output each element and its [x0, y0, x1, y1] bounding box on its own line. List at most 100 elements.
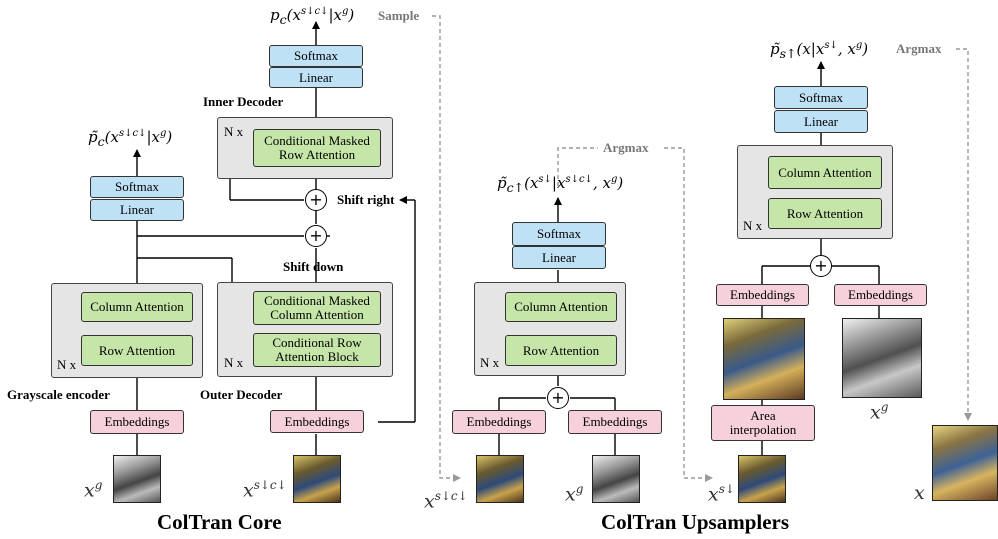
var-base: x	[708, 483, 719, 506]
coltran-upsamplers-title: ColTran Upsamplers	[601, 510, 790, 534]
var-base: x	[243, 479, 254, 502]
formula-close: )	[862, 40, 869, 58]
var-base: x	[424, 490, 435, 513]
encoder-nx-label: N x	[57, 357, 77, 372]
formula-base: p̃	[88, 128, 98, 146]
spatial-grayscale-input-image	[842, 318, 922, 398]
color-softmax-box: Softmax	[512, 222, 606, 246]
final-colorized-output-image	[932, 425, 998, 501]
color-row-attention-box: Row Attention	[505, 335, 617, 366]
formula-sup: s↓c↓	[118, 128, 147, 139]
coltran-core-title: ColTran Core	[157, 510, 282, 534]
formula-sup: s↓	[824, 40, 838, 51]
formula-rest: |x	[551, 174, 566, 192]
inner-nx-label: N x	[224, 124, 244, 139]
color-argmax-label: Argmax	[603, 140, 649, 155]
conditional-masked-row-attention-box: Conditional Masked Row Attention	[253, 129, 381, 167]
var-base: x	[84, 479, 95, 502]
color-upsampler-grayscale-input-label: xg	[565, 482, 583, 505]
encoder-softmax-box: Softmax	[90, 176, 184, 198]
spatial-upsampler-low-res-input-image	[738, 455, 786, 503]
var-sup: g	[575, 482, 584, 496]
color-upsampler-coarse-input-image	[476, 455, 524, 503]
formula-base: p	[270, 6, 280, 24]
core-grayscale-input-label: xg	[84, 478, 102, 501]
core-output-distribution: pc(xs↓c↓|xg)	[270, 6, 354, 27]
var-base: x	[870, 401, 881, 424]
area-interpolation-box: Area interpolation	[711, 405, 815, 441]
var-sup: s↓c↓	[434, 489, 468, 503]
inner-decoder-label: Inner Decoder	[203, 94, 284, 109]
formula-open: (x|x	[796, 40, 825, 58]
shift-down-label: Shift down	[283, 259, 344, 274]
formula-open: (x	[104, 128, 119, 146]
formula-base: p̃	[770, 40, 780, 58]
formula-open: (x	[286, 6, 301, 24]
outer-decoder-label: Outer Decoder	[200, 387, 283, 402]
var-sup: s↓c↓	[253, 478, 287, 492]
formula-sub: c↑	[506, 180, 525, 195]
formula-sub: s↑	[779, 46, 797, 61]
formula-sup: s↓c↓	[300, 6, 329, 17]
shift-right-plus-icon: +	[305, 189, 327, 211]
formula-sup: s↓	[538, 174, 552, 185]
formula-close: )	[617, 174, 624, 192]
low-res-color-input-image	[293, 455, 341, 503]
formula-sub: c	[97, 134, 105, 149]
encoder-column-attention-box: Column Attention	[81, 292, 193, 322]
spatial-row-attention-box: Row Attention	[768, 198, 882, 229]
spatial-grayscale-embeddings-box: Embeddings	[834, 284, 927, 306]
formula-base: p̃	[497, 174, 507, 192]
formula-sup2: s↓c↓	[565, 174, 593, 185]
spatial-upsampler-output-distribution: p̃s↑(x|xs↓, xg)	[770, 40, 868, 61]
core-auxiliary-output-distribution: p̃c(xs↓c↓|xg)	[88, 128, 172, 149]
shift-down-plus-icon: +	[305, 225, 327, 247]
sample-label: Sample	[378, 8, 420, 23]
color-nx-label: N x	[480, 355, 500, 370]
color-coarse-embeddings-box: Embeddings	[452, 410, 546, 434]
conditional-masked-column-attention-box: Conditional Masked Column Attention	[253, 291, 381, 325]
formula-close: )	[166, 128, 173, 146]
spatial-column-attention-box: Column Attention	[768, 156, 882, 189]
formula-sup2: g	[159, 128, 167, 139]
spatial-linear-box: Linear	[774, 110, 868, 133]
spatial-upsampler-low-res-input-label: xs↓	[708, 482, 735, 505]
formula-rest2: , x	[592, 174, 611, 192]
formula-sup2: g	[341, 6, 349, 17]
color-upsampler-plus-icon: +	[547, 387, 569, 409]
spatial-upsampler-plus-icon: +	[810, 255, 832, 277]
formula-open: (x	[524, 174, 539, 192]
formula-sub: c	[279, 12, 287, 27]
formula-rest: |x	[146, 128, 160, 146]
var-sup: s↓	[718, 482, 735, 496]
final-output-label: x	[914, 482, 925, 504]
var-sup: g	[94, 478, 103, 492]
spatial-softmax-box: Softmax	[774, 86, 868, 109]
formula-close: )	[348, 6, 355, 24]
encoder-embeddings-box: Embeddings	[90, 410, 184, 434]
color-upsampler-coarse-input-label: xs↓c↓	[424, 489, 468, 512]
conditional-row-attention-block-box: Conditional Row Attention Block	[253, 333, 381, 367]
outer-embeddings-box: Embeddings	[270, 410, 364, 433]
spatial-nx-label: N x	[743, 218, 763, 233]
shift-right-label: Shift right	[337, 192, 395, 207]
inner-linear-box: Linear	[269, 67, 363, 88]
inner-softmax-box: Softmax	[269, 45, 363, 67]
spatial-color-embeddings-box: Embeddings	[716, 284, 809, 306]
var-sup: g	[880, 400, 889, 414]
color-column-attention-box: Column Attention	[505, 292, 617, 322]
formula-sup2: g	[855, 40, 863, 51]
color-upsampler-output-distribution: p̃c↑(xs↓|xs↓c↓, xg)	[497, 174, 623, 195]
formula-rest: , x	[837, 40, 856, 58]
color-grayscale-embeddings-box: Embeddings	[568, 410, 662, 434]
color-upsampler-grayscale-input-image	[592, 455, 640, 503]
formula-rest: |x	[328, 6, 342, 24]
spatial-grayscale-input-label: xg	[870, 400, 888, 423]
spatial-argmax-label: Argmax	[896, 41, 942, 56]
encoder-row-attention-box: Row Attention	[81, 335, 193, 366]
grayscale-input-image	[113, 455, 161, 503]
interpolated-color-image	[723, 318, 805, 400]
formula-sup3: g	[610, 174, 618, 185]
encoder-linear-box: Linear	[90, 199, 184, 221]
